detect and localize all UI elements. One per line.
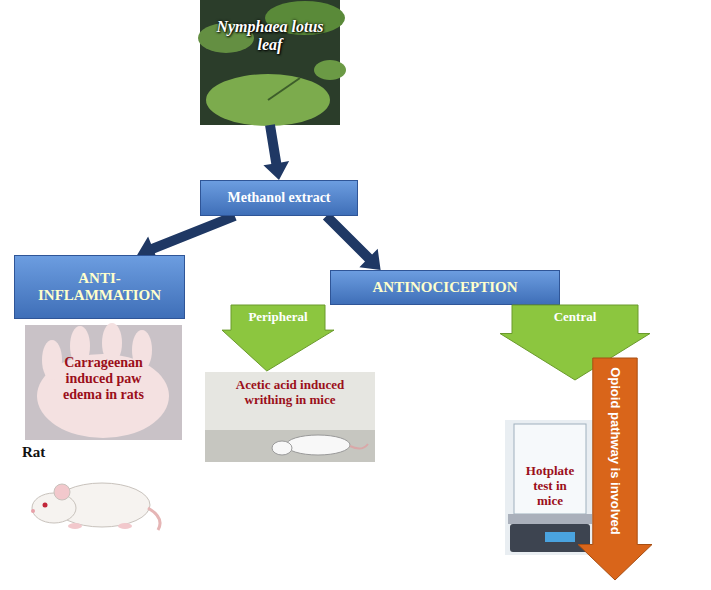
test-photo-caption: Acetic acid induced writhing in mice <box>205 372 375 462</box>
node-text: ANTI- INFLAMMATION <box>25 270 175 305</box>
rat-tail <box>148 508 160 530</box>
flow-arrow <box>263 124 289 180</box>
rat-nose <box>31 509 35 513</box>
node-text: Nymphaea lotus leaf <box>215 18 325 55</box>
leaf-photo <box>200 0 340 125</box>
lily-pad <box>314 60 346 80</box>
hotplate-photo <box>505 420 595 555</box>
test-photo-caption: Carrageenan induced paw edema in rats <box>25 325 182 440</box>
hotplate-display <box>545 532 575 542</box>
test-photo-caption: Hotplate test in mice <box>505 420 595 555</box>
node-text: Central <box>525 310 625 325</box>
mechanism-arrow: Opioid pathway is involved <box>578 358 652 580</box>
mouse-head <box>272 441 292 455</box>
hotplate-base <box>510 524 590 552</box>
leaf-photo-caption: Nymphaea lotus leaf <box>200 0 340 125</box>
lily-pad <box>206 74 330 126</box>
lily-pad-notch <box>268 78 300 100</box>
node-text: Peripheral <box>228 310 328 325</box>
branch-arrow: Peripheral <box>222 305 334 371</box>
category-band: ANTINOCICEPTION <box>330 270 560 305</box>
rat-head <box>32 493 76 523</box>
hotplate-surface <box>508 514 592 524</box>
process-box: Methanol extract <box>200 180 358 216</box>
flow-arrow <box>323 213 381 271</box>
arrow-shape <box>578 358 652 580</box>
node-text: Acetic acid induced writhing in mice <box>234 378 346 408</box>
animal-label: Rat <box>22 444 45 461</box>
rat-foot <box>68 523 82 529</box>
rat-foot <box>118 523 132 529</box>
node-text: ANTINOCICEPTION <box>338 279 553 296</box>
glass-cylinder <box>514 424 586 514</box>
mouse-body <box>286 435 350 455</box>
rat-eye <box>43 503 48 508</box>
mouse-tail <box>350 444 368 449</box>
node-text: Methanol extract <box>206 190 352 206</box>
node-text: Carrageenan induced paw edema in rats <box>49 355 159 403</box>
rat-ear <box>54 484 70 500</box>
paw-digit <box>42 340 62 380</box>
flow-arrow <box>137 211 237 260</box>
cage-wall <box>205 372 375 430</box>
rotated-label: Opioid pathway is involved <box>608 367 623 535</box>
node-text: Hotplate test in mice <box>519 464 581 509</box>
arrow-shape <box>222 305 334 371</box>
category-box: ANTI- INFLAMMATION <box>14 255 185 319</box>
writhing-photo <box>205 372 375 462</box>
